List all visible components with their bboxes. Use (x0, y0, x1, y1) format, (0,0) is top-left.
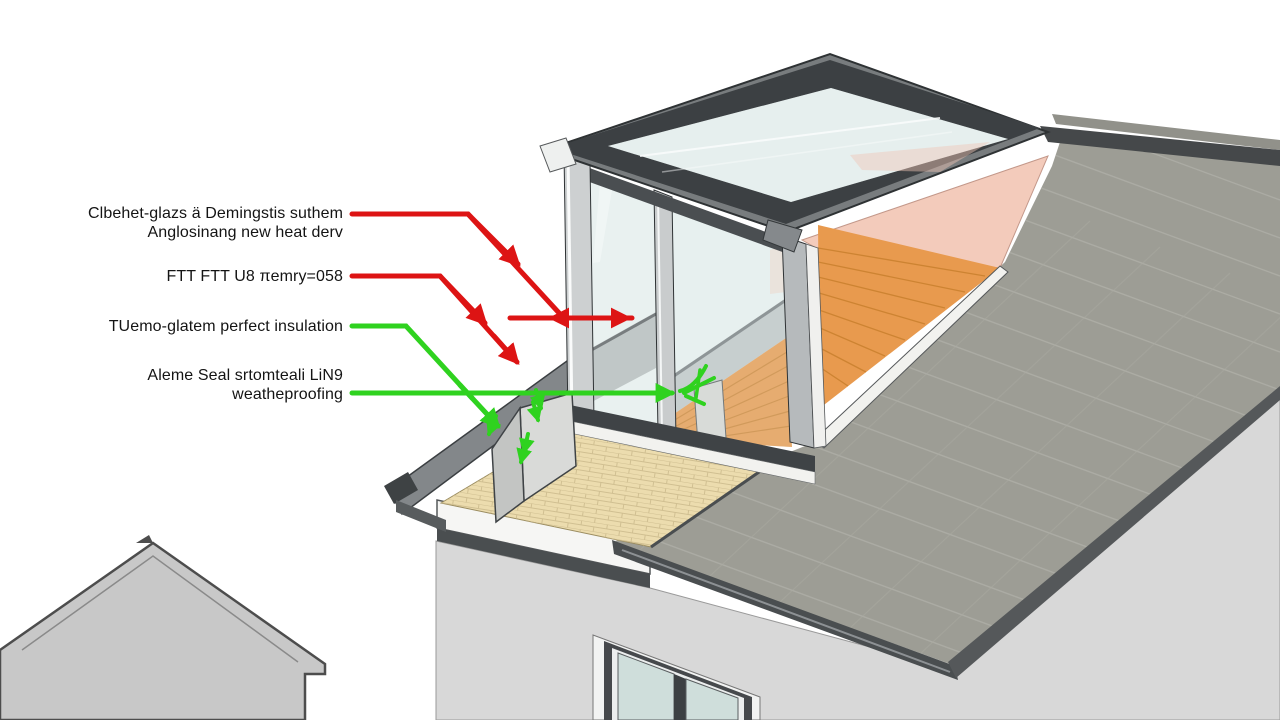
glazing-head-rail (584, 166, 788, 254)
annotation-glazing-line1: Clbehet-glazs ä Demingstis suthem (88, 205, 343, 222)
glazing-pane-left (587, 170, 661, 437)
glazing-bottom-rail (570, 405, 815, 472)
verge-edge (948, 386, 1280, 678)
annotation-glazing: Clbehet-glazs ä Demingstis suthem Anglos… (40, 204, 343, 242)
red-leader-2 (349, 273, 520, 365)
annotation-seal-line2: weatheproofing (232, 386, 343, 403)
annotation-u-value-line1: FTT FTT U8 πemry=058 (166, 268, 343, 285)
red-leader-1 (349, 211, 635, 329)
interior-wood-floor (817, 225, 1000, 408)
leader-arrows (349, 211, 716, 465)
green-leader-seal (349, 364, 716, 406)
pitched-tiled-roof (612, 114, 1280, 680)
deck-edge-trim (650, 461, 773, 549)
skylight-glass (608, 88, 1008, 202)
annotation-insulation: TUemo-glatem perfect insulation (40, 317, 343, 336)
skylight-frame (552, 60, 1040, 224)
neighbour-house-silhouette (0, 535, 327, 720)
ridge-cap (1040, 126, 1280, 166)
wall-window (592, 634, 761, 720)
annotation-glazing-line2: Anglosinang new heat derv (147, 224, 343, 241)
annotation-seal: Aleme Seal srtomteali LiN9 weatheproofin… (40, 366, 343, 404)
side-sill-strip (813, 265, 1009, 449)
far-roof-plane (1052, 114, 1280, 150)
annotation-insulation-line1: TUemo-glatem perfect insulation (108, 318, 343, 335)
skylight (539, 52, 1051, 253)
gutter-end (384, 472, 418, 504)
frame-corner-step (539, 137, 577, 173)
frame-front-corner (762, 219, 803, 253)
dormer (539, 52, 1051, 485)
centre-mullion (653, 189, 677, 441)
annotation-seal-line1: Aleme Seal srtomteali LiN9 (147, 367, 343, 384)
annotation-u-value: FTT FTT U8 πemry=058 (40, 267, 343, 286)
